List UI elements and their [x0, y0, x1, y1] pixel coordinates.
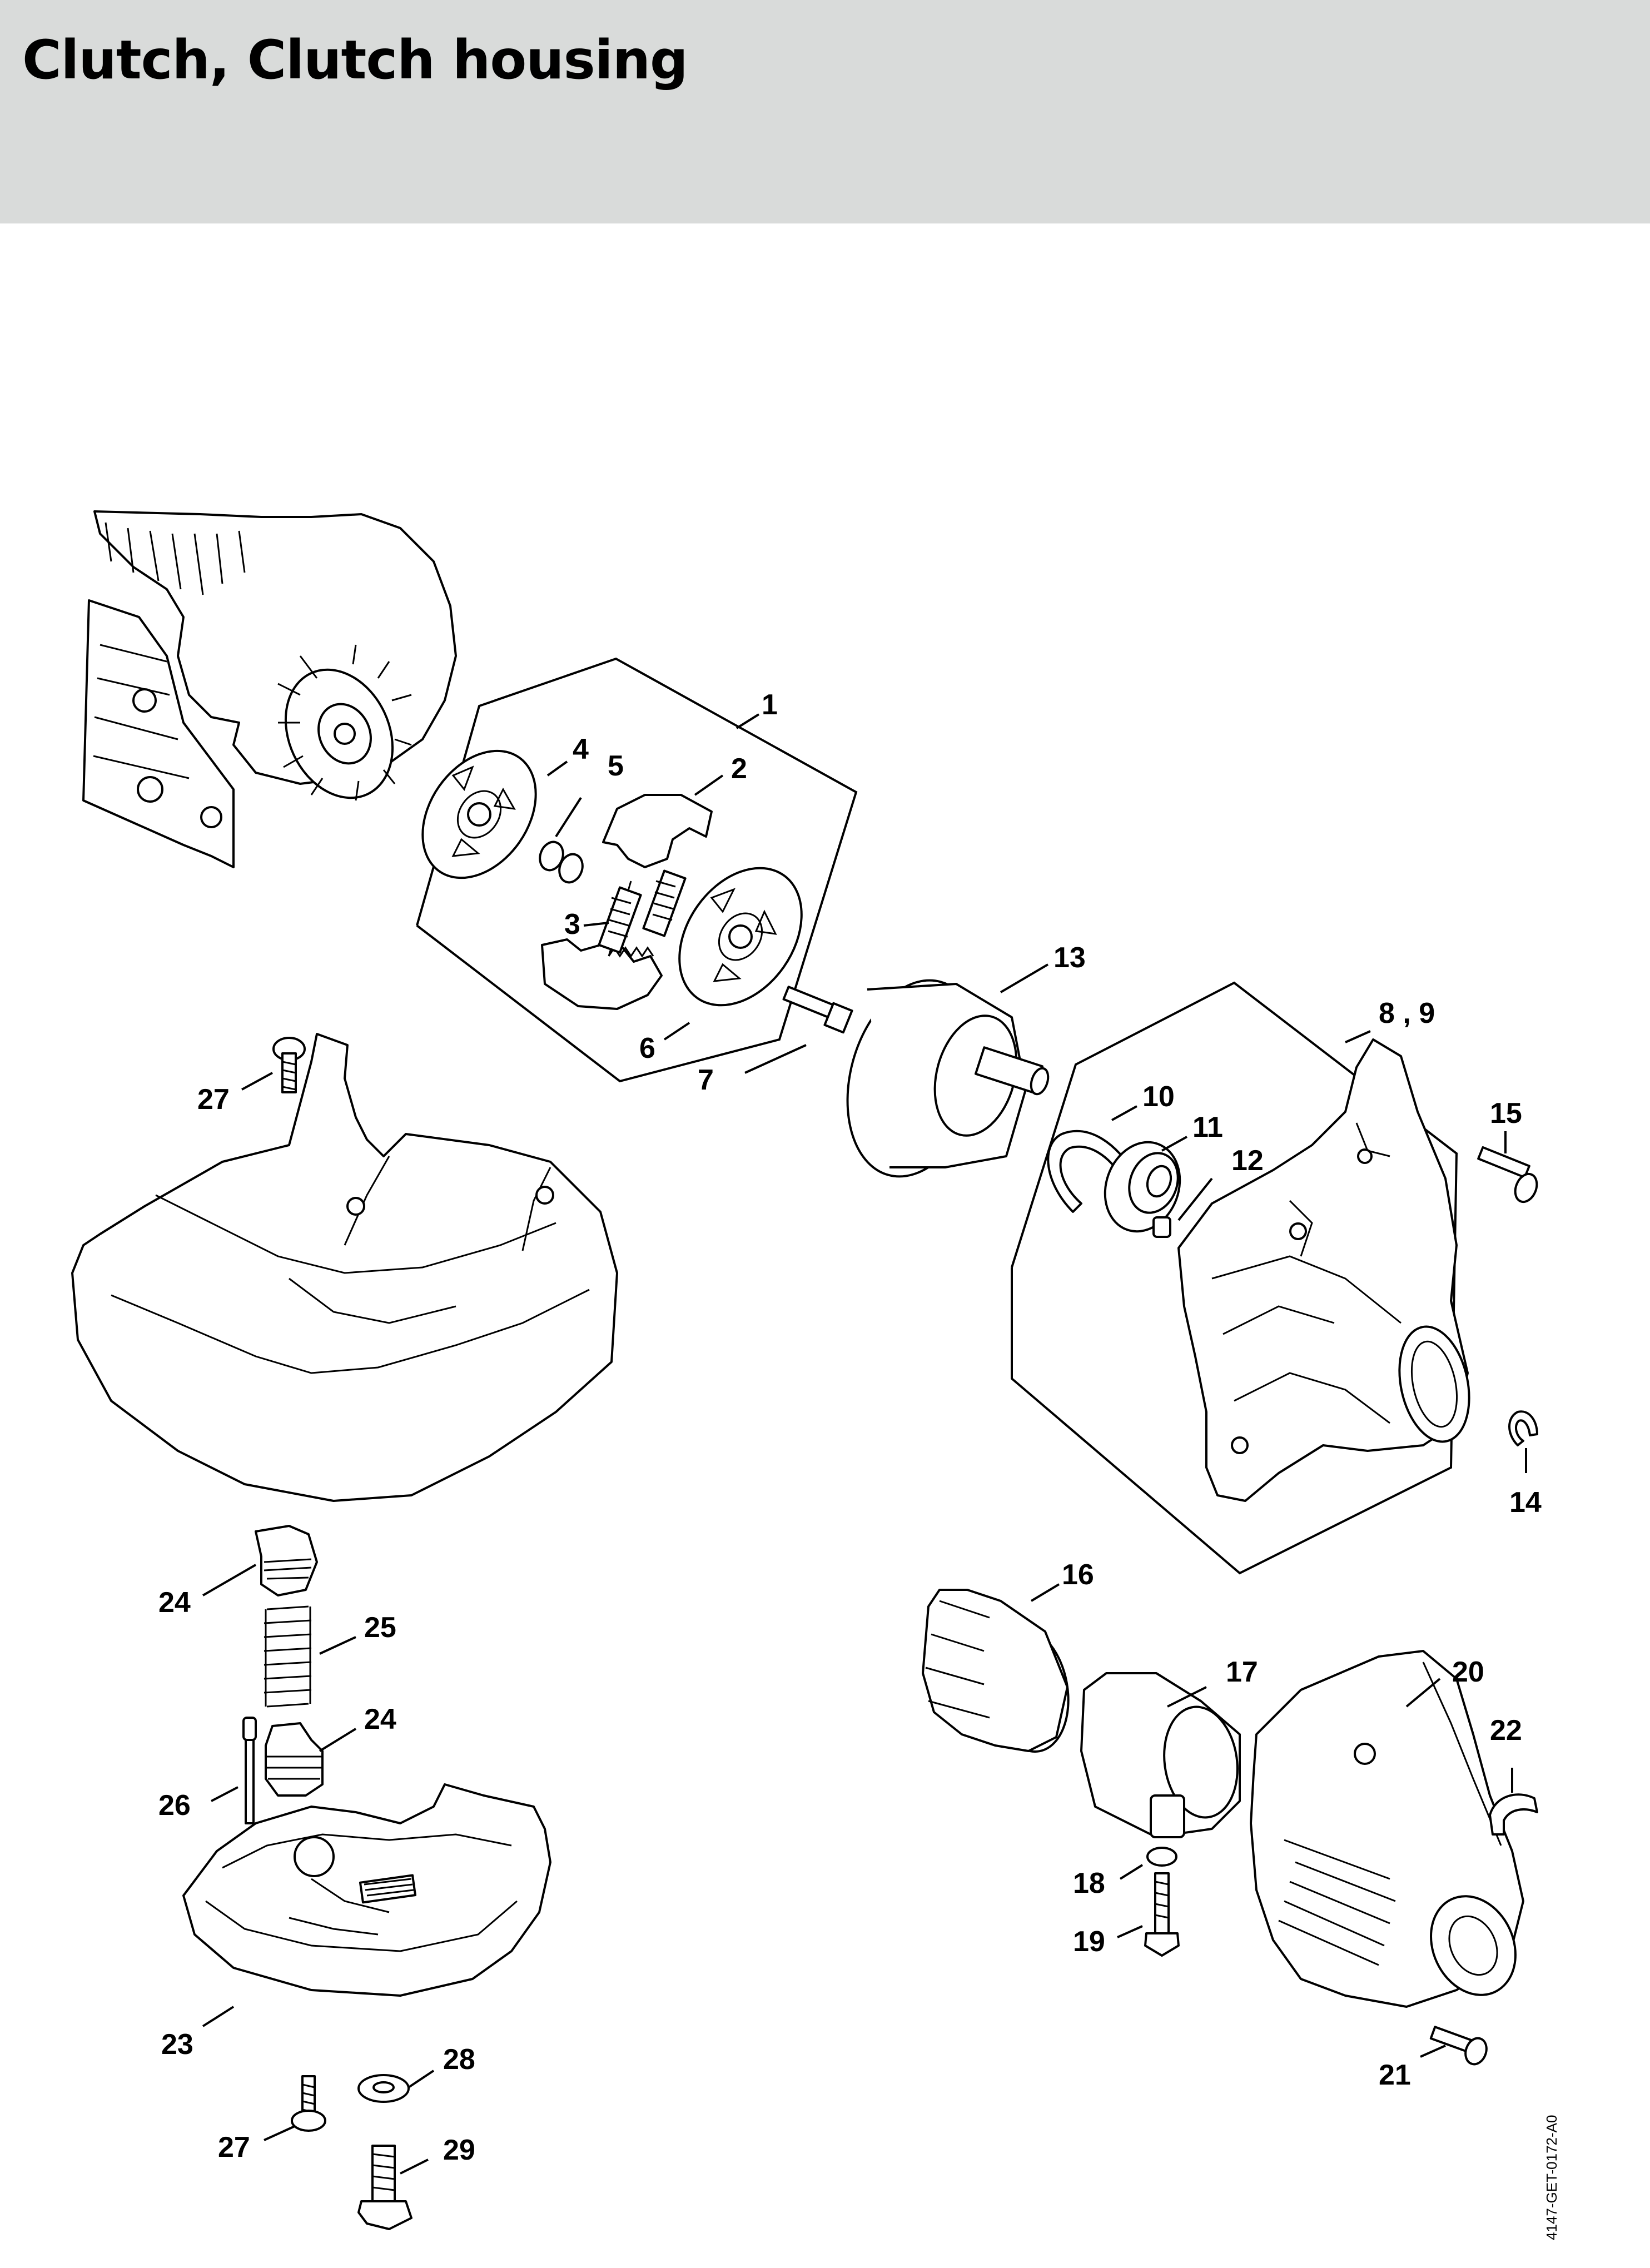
callout-labels: 1 2 3 4 5 6 7 8 , 9 10 11 12 13 14 15 16… — [158, 689, 1542, 2166]
screw-part-7 — [782, 986, 853, 1034]
callout-7: 7 — [698, 1064, 714, 1096]
callout-22: 22 — [1490, 1714, 1522, 1747]
clutch-shoe-part-2 — [541, 794, 713, 1010]
cap-part-24-bottom — [265, 1722, 324, 1797]
engine-block-illustration — [82, 510, 457, 868]
housing-cover-part-20 — [1250, 1650, 1524, 2008]
callout-5: 5 — [608, 750, 624, 782]
washer-part-28 — [357, 2074, 410, 2103]
callout-23: 23 — [161, 2028, 193, 2061]
filter-base-part-23 — [182, 1783, 551, 1997]
callout-12: 12 — [1231, 1145, 1264, 1177]
engine-shroud-illustration — [71, 1033, 618, 1502]
callout-29: 29 — [443, 2134, 475, 2166]
callout-26: 26 — [158, 1789, 191, 1822]
callout-3: 3 — [564, 908, 580, 941]
callout-18: 18 — [1073, 1867, 1105, 1899]
spring-part-25 — [264, 1605, 312, 1708]
bolt-part-29 — [357, 2145, 412, 2230]
callout-13: 13 — [1053, 942, 1086, 974]
callout-21: 21 — [1379, 2059, 1411, 2091]
pin-part-26 — [242, 1717, 257, 1824]
coupling-sleeve-part-17 — [1080, 1672, 1241, 1838]
callout-17: 17 — [1226, 1656, 1258, 1688]
callout-1: 1 — [762, 689, 778, 721]
clutch-drum-part-13 — [846, 979, 1050, 1178]
washer-part-5b — [558, 853, 584, 884]
cap-part-24-top — [255, 1525, 318, 1596]
callout-28: 28 — [443, 2043, 475, 2076]
carrier-plate-part-6 — [678, 867, 803, 1007]
callout-19: 19 — [1073, 1926, 1105, 1958]
screw-part-27-bottom — [291, 2075, 326, 2132]
page-title: Clutch, Clutch housing — [22, 29, 688, 91]
callout-15: 15 — [1490, 1097, 1522, 1130]
screw-part-21 — [1429, 2026, 1488, 2066]
screw-part-19 — [1144, 1872, 1180, 1957]
callout-24-top: 24 — [158, 1586, 191, 1619]
callout-20: 20 — [1452, 1656, 1484, 1688]
callout-14: 14 — [1509, 1486, 1542, 1519]
callout-27-top: 27 — [197, 1083, 230, 1116]
coupling-part-16 — [922, 1589, 1070, 1753]
callout-24-bottom: 24 — [364, 1703, 396, 1735]
callout-4: 4 — [573, 733, 589, 765]
screw-part-27-top — [272, 1037, 306, 1093]
callout-11: 11 — [1192, 1111, 1223, 1143]
callout-10: 10 — [1142, 1081, 1175, 1113]
title-bar: Clutch, Clutch housing — [0, 0, 1650, 223]
callout-16: 16 — [1062, 1559, 1094, 1591]
callout-2: 2 — [731, 753, 747, 785]
clutch-assembly-frame — [416, 657, 858, 1083]
screw-part-15 — [1477, 1146, 1538, 1203]
clip-part-22 — [1489, 1793, 1538, 1836]
callout-8-9: 8 , 9 — [1379, 997, 1435, 1029]
bearing-part-11 — [1104, 1141, 1181, 1233]
spring-part-3 — [598, 869, 687, 958]
washer-part-18 — [1146, 1847, 1177, 1867]
carrier-plate-part-4 — [421, 749, 537, 879]
sleeve-part-12 — [1152, 1216, 1171, 1238]
callout-leader-lines — [202, 713, 1527, 2175]
callout-25: 25 — [364, 1612, 396, 1644]
circlip-part-14 — [1508, 1410, 1538, 1446]
callout-6: 6 — [639, 1032, 655, 1065]
clutch-housing-part-8-9 — [1177, 1038, 1470, 1502]
exploded-parts-diagram: 1 2 3 4 5 6 7 8 , 9 10 11 12 13 14 15 16… — [71, 510, 1560, 2240]
callout-27-bottom: 27 — [218, 2131, 250, 2163]
drawing-reference-code: 4147-GET-0172-A0 — [1543, 2115, 1560, 2240]
